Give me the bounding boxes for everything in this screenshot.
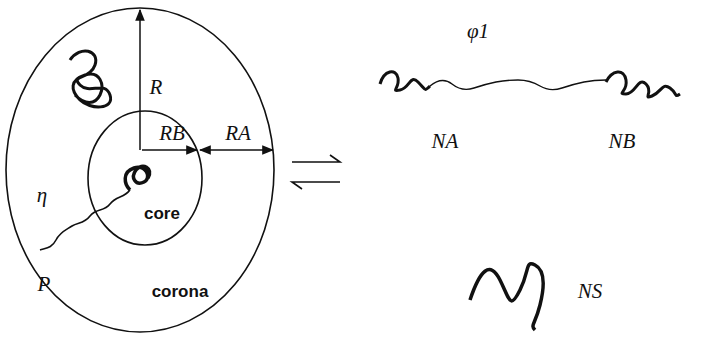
copolymer-chain [606, 72, 680, 97]
corona-block [40, 190, 130, 250]
symbol-label: P [38, 273, 51, 296]
region-label: core [144, 205, 180, 224]
symbol-label: RA [225, 122, 251, 145]
radius-arrow [139, 10, 141, 150]
copolymer-chain [430, 80, 606, 90]
radius-arrow [142, 149, 197, 151]
symbol-label: NS [578, 280, 603, 303]
copolymer-chain [380, 72, 430, 91]
region-outline [87, 110, 203, 246]
free-chain-in-corona [70, 51, 111, 107]
radius-arrow [200, 149, 273, 151]
symbol-label: η [37, 184, 47, 207]
symbol-label: RB [159, 122, 185, 145]
core-block [125, 166, 149, 190]
forward-arrow [292, 155, 340, 162]
homopolymer-chain [470, 264, 543, 330]
core-region: core [87, 110, 203, 246]
symbol-label: R [150, 76, 163, 99]
symbol-label: φ1 [467, 20, 489, 43]
symbol-label: NB [609, 130, 636, 153]
backward-arrow [292, 182, 340, 189]
symbol-label: NA [432, 130, 459, 153]
region-label: corona [152, 283, 209, 302]
